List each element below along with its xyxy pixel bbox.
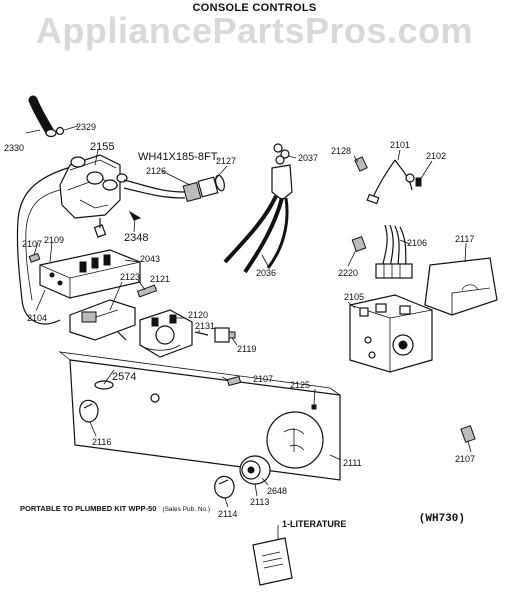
washer-2329 xyxy=(55,126,65,136)
label-2123: 2123 xyxy=(120,272,140,282)
label-2106: 2106 xyxy=(407,238,427,248)
part-2128 xyxy=(354,156,368,172)
hose-connector-2037 xyxy=(271,143,293,201)
literature-label: 1-LITERATURE xyxy=(282,519,346,529)
label-2128: 2128 xyxy=(331,146,351,156)
label-2107-upper: 2107 xyxy=(22,239,42,249)
footnote: PORTABLE TO PLUMBED KIT WPP-50 (Sales Pub… xyxy=(20,504,210,513)
label-2126: 2126 xyxy=(146,166,166,176)
wire-lead-2101 xyxy=(366,159,415,205)
label-2107-lower: 2107 xyxy=(455,454,475,464)
label-2117: 2117 xyxy=(455,234,474,244)
label-2348: 2348 xyxy=(124,232,148,244)
page-title: CONSOLE CONTROLS xyxy=(192,2,317,14)
knob-2116 xyxy=(79,399,99,423)
clip-2348 xyxy=(128,210,142,221)
water-valve-2155 xyxy=(59,154,128,238)
console-panel-2111 xyxy=(58,351,341,481)
tubes-2036 xyxy=(223,195,289,274)
label-2155: 2155 xyxy=(90,141,114,153)
inlet-hose-2330 xyxy=(28,95,57,138)
label-2574: 2574 xyxy=(112,371,136,383)
footnote-text: PORTABLE TO PLUMBED KIT WPP-50 xyxy=(20,504,157,513)
label-2104: 2104 xyxy=(27,313,47,323)
part-2220 xyxy=(351,236,367,252)
knob-disc-2113 xyxy=(239,455,271,485)
switch-2119 xyxy=(214,327,236,343)
model-code: (WH730) xyxy=(418,513,465,525)
label-2109: 2109 xyxy=(44,235,64,245)
label-2101: 2101 xyxy=(390,140,410,150)
label-2037: 2037 xyxy=(298,153,318,163)
label-2111: 2111 xyxy=(343,458,362,468)
label-2121: 2121 xyxy=(150,274,170,284)
watermark: AppliancePartsPros.com xyxy=(35,10,474,51)
leader-lines xyxy=(25,129,472,508)
label-2114: 2114 xyxy=(218,509,237,519)
part-2102 xyxy=(415,177,422,187)
part-2107c xyxy=(460,425,476,443)
timer-2105 xyxy=(349,294,433,373)
terminal-bracket-2043 xyxy=(39,249,141,299)
label-2329: 2329 xyxy=(76,122,96,132)
cover-2117 xyxy=(424,257,498,316)
label-2107-middle: 2107 xyxy=(253,374,273,384)
bracket-2123 xyxy=(69,299,136,341)
wire-harness-left xyxy=(16,164,79,325)
label-2120: 2120 xyxy=(188,310,208,320)
knob-2114 xyxy=(214,475,235,499)
label-2220: 2220 xyxy=(338,268,358,278)
switch-2120 xyxy=(139,309,193,358)
wire-harness-2106 xyxy=(375,224,413,279)
plate-2121 xyxy=(136,284,158,298)
part-2107b xyxy=(226,375,242,387)
hose-coupling-2126 xyxy=(182,174,225,203)
label-2036: 2036 xyxy=(256,268,276,278)
label-2330: 2330 xyxy=(4,143,24,153)
label-2127: 2127 xyxy=(216,156,236,166)
label-2119: 2119 xyxy=(237,344,256,354)
label-2102: 2102 xyxy=(426,151,446,161)
literature-booklet xyxy=(252,525,293,586)
screw-2131 xyxy=(194,331,209,336)
label-2043: 2043 xyxy=(140,254,160,264)
label-2125: 2125 xyxy=(290,380,310,390)
terminal-2107a xyxy=(28,252,41,263)
label-2648: 2648 xyxy=(267,486,287,496)
label-2116: 2116 xyxy=(92,437,111,447)
label-2113: 2113 xyxy=(250,497,269,507)
footnote-pub: (Sales Pub. No.) xyxy=(162,506,211,513)
label-2105: 2105 xyxy=(344,292,364,302)
hose-part-callout: WH41X185-8FT. xyxy=(138,151,219,163)
label-2131: 2131 xyxy=(195,321,215,331)
